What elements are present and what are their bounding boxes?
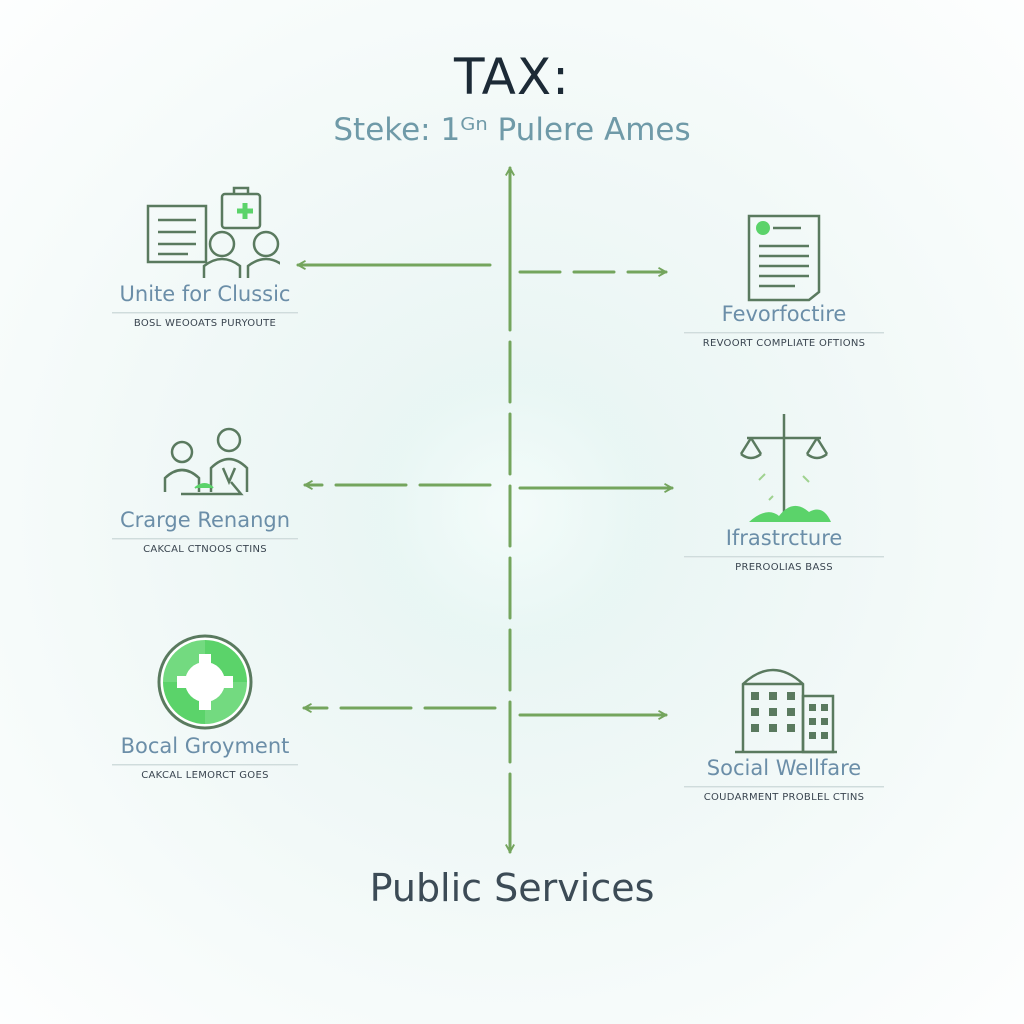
- node-right-1: Fevorfoctire REVOORT COMPLIATE OFTIONS: [684, 210, 884, 349]
- node-left-3-label: Bocal Groyment: [112, 734, 298, 766]
- node-right-3-label: Social Wellfare: [684, 756, 884, 788]
- people-meeting-icon: [163, 427, 249, 496]
- node-left-1-label: Unite for Clussic: [112, 282, 298, 314]
- node-right-1-label: Fevorfoctire: [684, 302, 884, 334]
- node-left-2-caption: CAKCAL CTNOOS CTINS: [112, 539, 298, 555]
- node-right-3: Social Wellfare COUDARMENT PROBLEL CTINS: [684, 660, 884, 803]
- balance-scale-icon: [739, 414, 831, 522]
- node-left-3: Bocal Groyment CAKCAL LEMORCT GOES: [112, 630, 298, 781]
- node-left-2-label: Crarge Renangn: [112, 508, 298, 540]
- node-left-1-caption: BOSL WEOOATS PURYOUTE: [112, 313, 298, 329]
- node-left-3-caption: CAKCAL LEMORCT GOES: [112, 765, 298, 781]
- node-right-2-label: Ifrastrcture: [684, 526, 884, 558]
- diagram-title: TAX:: [454, 48, 570, 106]
- node-right-2: Ifrastrcture PREROOLIAS BASS: [684, 410, 884, 573]
- center-glow: [362, 360, 662, 660]
- report-document-icon: [747, 214, 821, 302]
- node-left-2: Crarge Renangn CAKCAL CTNOOS CTINS: [112, 420, 298, 555]
- buildings-icon: [735, 668, 837, 754]
- node-right-2-caption: PREROOLIAS BASS: [684, 557, 884, 573]
- node-left-1: Unite for Clussic BOSL WEOOATS PURYOUTE: [112, 182, 298, 329]
- diagram-subtitle: Steke: 1ᴳⁿ Pulere Ames: [333, 112, 691, 148]
- health-cross-circle-icon: [157, 634, 253, 730]
- document-people-medical-icon: [146, 186, 280, 278]
- node-right-1-caption: REVOORT COMPLIATE OFTIONS: [684, 333, 884, 349]
- public-services-label: Public Services: [369, 866, 655, 910]
- node-right-3-caption: COUDARMENT PROBLEL CTINS: [684, 787, 884, 803]
